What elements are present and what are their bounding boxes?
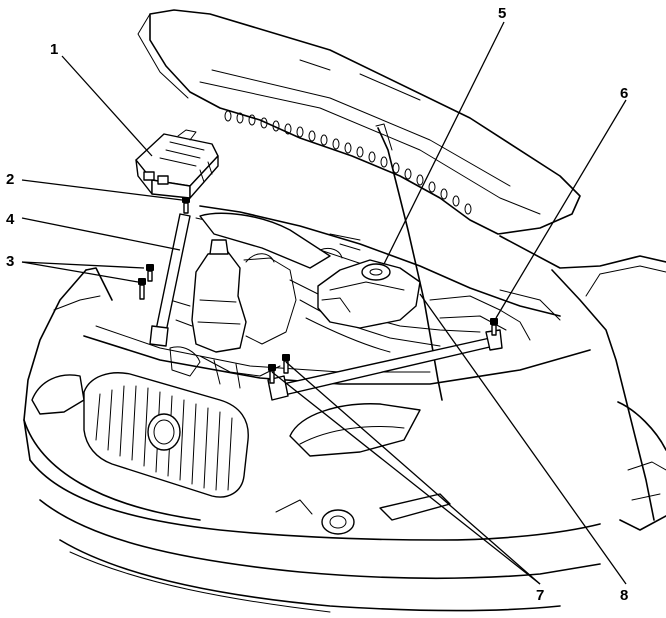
hood [137, 9, 581, 235]
callouts: 1 2 3 4 5 6 7 8 [6, 5, 628, 604]
leader-7b [271, 371, 541, 585]
electronic-module [135, 129, 219, 199]
bolt-7a [282, 354, 290, 374]
callout-3: 3 [6, 253, 14, 270]
bolt-6 [490, 318, 498, 336]
callout-5: 5 [498, 5, 506, 22]
bolts [138, 196, 498, 384]
bolt-3a [146, 264, 154, 282]
leader-4 [21, 217, 181, 251]
hood-insulator-holes [224, 110, 472, 215]
bolt-7b [268, 364, 276, 384]
callout-4: 4 [6, 211, 15, 228]
callout-2: 2 [6, 171, 14, 188]
leader-2 [21, 179, 183, 201]
callout-7: 7 [536, 587, 544, 604]
leader-6 [495, 99, 627, 319]
bolt-3b [138, 278, 146, 300]
leader-lines [21, 21, 627, 585]
leader-5 [383, 21, 505, 265]
leader-3b [21, 261, 139, 283]
strut-tower-brace [149, 213, 503, 401]
grille-emblem [147, 413, 181, 451]
engine-compartment [169, 205, 561, 389]
grille [83, 372, 249, 498]
callout-8: 8 [620, 587, 628, 604]
leader-8 [419, 293, 627, 585]
leader-1 [61, 55, 153, 157]
callout-1: 1 [50, 41, 58, 58]
leader-3a [21, 261, 145, 269]
leader-7a [285, 361, 541, 585]
callout-6: 6 [620, 85, 628, 102]
